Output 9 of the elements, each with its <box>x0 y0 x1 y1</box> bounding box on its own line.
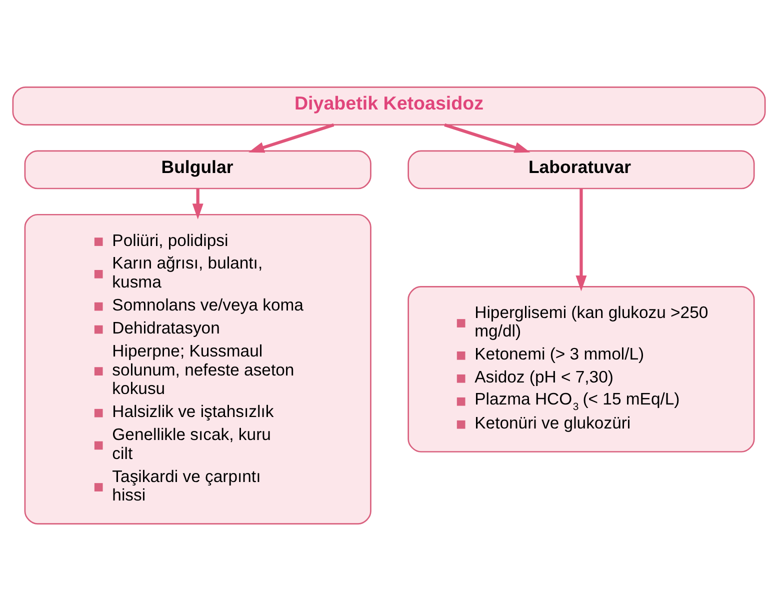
arrow <box>192 188 204 220</box>
arrow <box>576 188 587 292</box>
node-box: Bulgular <box>24 150 372 190</box>
arrow <box>248 123 334 153</box>
arrow <box>444 123 530 153</box>
node-box: Diyabetik Ketoasidoz <box>12 86 766 126</box>
node-box: Laboratuvar <box>408 150 755 190</box>
node-box: Poliüri, polidipsi Karın ağrısı, bulantı, kusma Somnolans ve/veya koma Dehidratasyon Hiperpne; Kussmaul solunum, nefeste aseton kokusu Halsizlik ve iştahsızlık Genellikle sıcak, kuru cilt Taşikardi ve çarpıntı hissi <box>24 214 372 524</box>
node-box: Hiperglisemi (kan glukozu >250 mg/dl) Ketonemi (> 3 mmol/L) Asidoz (pH < 7,30) Plazma HCO$_{3}$ (< 15 mEq/L) Ketonüri ve glukozüri <box>408 286 755 452</box>
